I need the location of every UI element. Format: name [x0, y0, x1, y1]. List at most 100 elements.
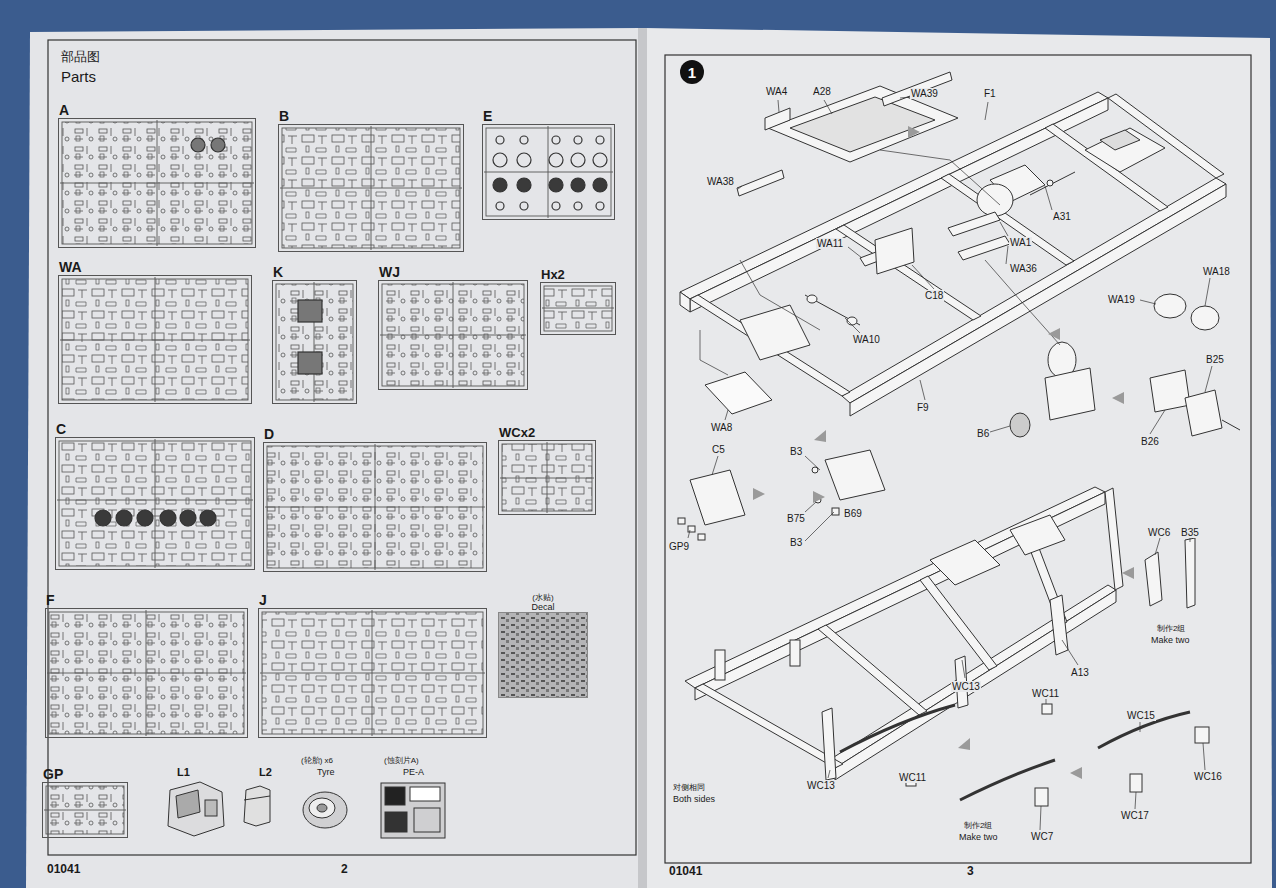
sprue-heading: GP	[43, 767, 63, 782]
callout-label: A13	[1070, 667, 1090, 678]
callout-label: WA38	[706, 176, 735, 187]
sprue-letter: B	[279, 109, 289, 124]
callout-label: B6	[976, 428, 990, 439]
part-name: L2	[258, 766, 273, 778]
part-name: (轮胎) x6	[300, 757, 334, 766]
callout-label: WA4	[765, 86, 788, 97]
sprue-letter: K	[273, 265, 283, 280]
sprue-frame: K	[272, 280, 357, 404]
callout-label: WA36	[1009, 263, 1038, 274]
sprue-letter: E	[483, 109, 492, 124]
callout-label: WA11	[816, 238, 844, 249]
sprue-frame: A	[58, 118, 256, 248]
callout-label: F1	[983, 88, 997, 99]
callout-label: WC11	[898, 772, 927, 783]
callout-label: WC11	[1031, 688, 1060, 699]
sprue-frame: J	[258, 608, 487, 738]
callout-label: WA19	[1107, 294, 1136, 305]
callout-label: B35	[1180, 527, 1200, 538]
note: Make two	[958, 833, 999, 843]
callout-label: WC6	[1147, 527, 1171, 538]
sprue-frame: GP	[42, 782, 128, 838]
decal-label: Decal	[489, 603, 597, 612]
callout-label: WC13	[951, 681, 981, 692]
sprue-heading: A	[59, 103, 69, 118]
sprue-heading: WA	[59, 260, 82, 275]
callout-label: WC7	[1030, 831, 1054, 842]
callout-label: WC16	[1193, 771, 1223, 782]
sprue-letter: WA	[59, 260, 82, 275]
page-heading: Parts	[60, 69, 97, 86]
callout-label: WA8	[710, 422, 733, 433]
note: Both sides	[672, 795, 716, 805]
page-number: 2	[340, 863, 349, 876]
sprue-frame: WCx2	[498, 440, 596, 515]
note: 对侧相同	[672, 784, 706, 793]
part-name: (蚀刻片A)	[383, 757, 420, 766]
callout-label: B26	[1140, 436, 1160, 447]
callout-label: B3	[789, 446, 803, 457]
sprue-heading: J	[259, 593, 267, 608]
sprue-letter: Hx2	[541, 268, 565, 282]
sprue-frame: C	[55, 437, 255, 570]
sprue-frame: B	[278, 124, 464, 252]
sprue-heading: E	[483, 109, 492, 124]
page-code: 01041	[668, 865, 703, 878]
sprue-frame: WJ	[378, 280, 528, 390]
sprue-heading: D	[264, 427, 274, 442]
sprue-letter: J	[259, 593, 267, 608]
sprue-letter: C	[56, 422, 66, 437]
sprue-letter: F	[46, 593, 55, 608]
sprue-frame: D	[263, 442, 487, 572]
callout-label: WA39	[910, 88, 939, 99]
sprue-letter: A	[59, 103, 69, 118]
callout-label: B3	[789, 537, 803, 548]
sprue-letter: D	[264, 427, 274, 442]
callout-label: WA10	[852, 334, 881, 345]
page-heading: 部品图	[60, 50, 101, 64]
callout-label: B25	[1205, 354, 1225, 365]
step-number: 1	[680, 60, 704, 84]
page-number: 3	[966, 865, 975, 878]
note: Make two	[1150, 636, 1191, 646]
callout-label: WC15	[1126, 710, 1156, 721]
sprue-heading: WCx2	[499, 426, 535, 440]
sprue-letter: WJ	[379, 265, 400, 280]
note: 制作2组	[963, 822, 993, 831]
callout-label: C18	[924, 290, 944, 301]
callout-label: F9	[916, 402, 930, 413]
sprue-letter: WCx2	[499, 426, 535, 440]
callout-label: WC17	[1120, 810, 1150, 821]
page-code: 01041	[46, 863, 81, 876]
sprue-frame: F	[45, 608, 248, 738]
part-name: Tyre	[316, 768, 336, 778]
callout-label: GP9	[668, 541, 690, 552]
sprue-heading: F	[46, 593, 55, 608]
note: 制作2组	[1156, 625, 1186, 634]
sprue-heading: C	[56, 422, 66, 437]
callout-label: B69	[843, 508, 863, 519]
sprue-heading: B	[279, 109, 289, 124]
sprue-frame: WA	[58, 275, 252, 404]
decal-sheet: (水贴)Decal	[498, 612, 588, 698]
sprue-frame: Hx2	[540, 282, 616, 335]
callout-label: WC13	[806, 780, 836, 791]
sprue-heading: Hx2	[541, 268, 565, 282]
step-digit: 1	[688, 65, 696, 80]
callout-label: A28	[812, 86, 832, 97]
callout-label: A31	[1052, 211, 1072, 222]
sprue-heading: (水贴)Decal	[489, 594, 597, 612]
sprue-letter: GP	[43, 767, 63, 782]
callout-label: B75	[786, 513, 806, 524]
callout-label: WA1	[1009, 237, 1032, 248]
decal-label: (水贴)	[489, 594, 597, 602]
sprue-frame: E	[482, 124, 615, 220]
sprue-heading: WJ	[379, 265, 400, 280]
callout-label: WA18	[1202, 266, 1231, 277]
part-name: L1	[176, 766, 191, 778]
part-name: PE-A	[402, 768, 425, 778]
sprue-heading: K	[273, 265, 283, 280]
callout-label: C5	[711, 444, 726, 455]
